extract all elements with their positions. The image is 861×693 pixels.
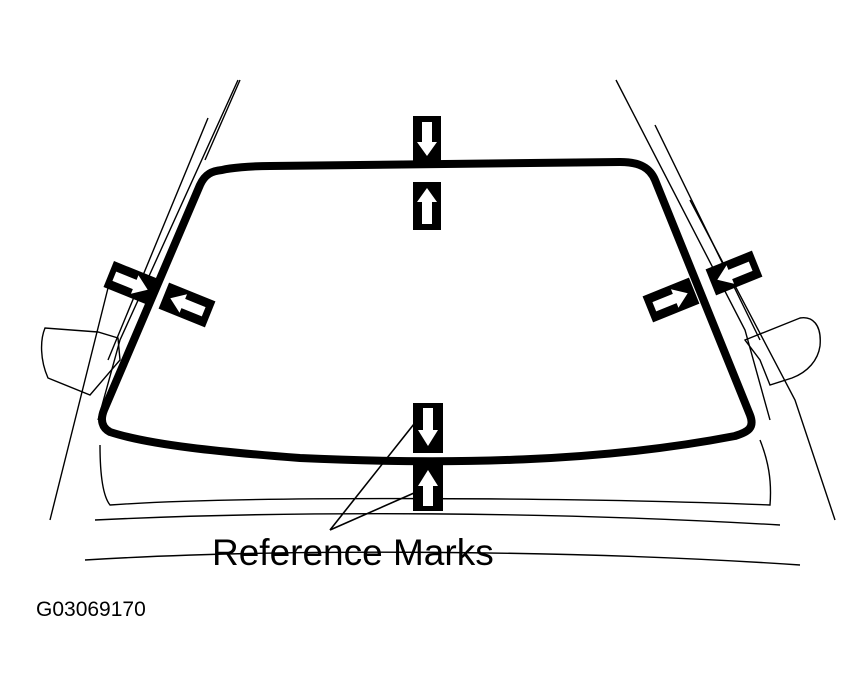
right-fender-line [689, 199, 836, 521]
reference-marks-label: Reference Marks [212, 532, 494, 573]
arrow-top-down [413, 116, 441, 162]
arrow-top-up [413, 182, 441, 230]
arrow-bottom-up [413, 465, 443, 511]
left-fender-line [49, 279, 111, 521]
arrow-left-inner [158, 282, 216, 328]
arrow-left-outer [103, 261, 159, 305]
cowl-outline [99, 439, 772, 506]
arrow-right-outer [705, 250, 763, 296]
hood-line-upper [94, 512, 781, 526]
right-pillar-line-outer [615, 79, 771, 421]
callout-leader-lines [329, 423, 415, 531]
windshield-outline [98, 158, 756, 466]
figure-id: G03069170 [36, 598, 146, 621]
left-pillar-line-top [204, 79, 241, 161]
left-pillar-line-inner [107, 117, 209, 361]
reference-mark-arrows [103, 116, 763, 511]
arrow-right-inner [642, 277, 700, 323]
left-mirror [40, 327, 121, 396]
arrow-bottom-down [413, 403, 443, 453]
hood-line-lower [84, 551, 801, 566]
right-mirror [743, 317, 821, 386]
left-pillar-line-outer [97, 79, 239, 421]
